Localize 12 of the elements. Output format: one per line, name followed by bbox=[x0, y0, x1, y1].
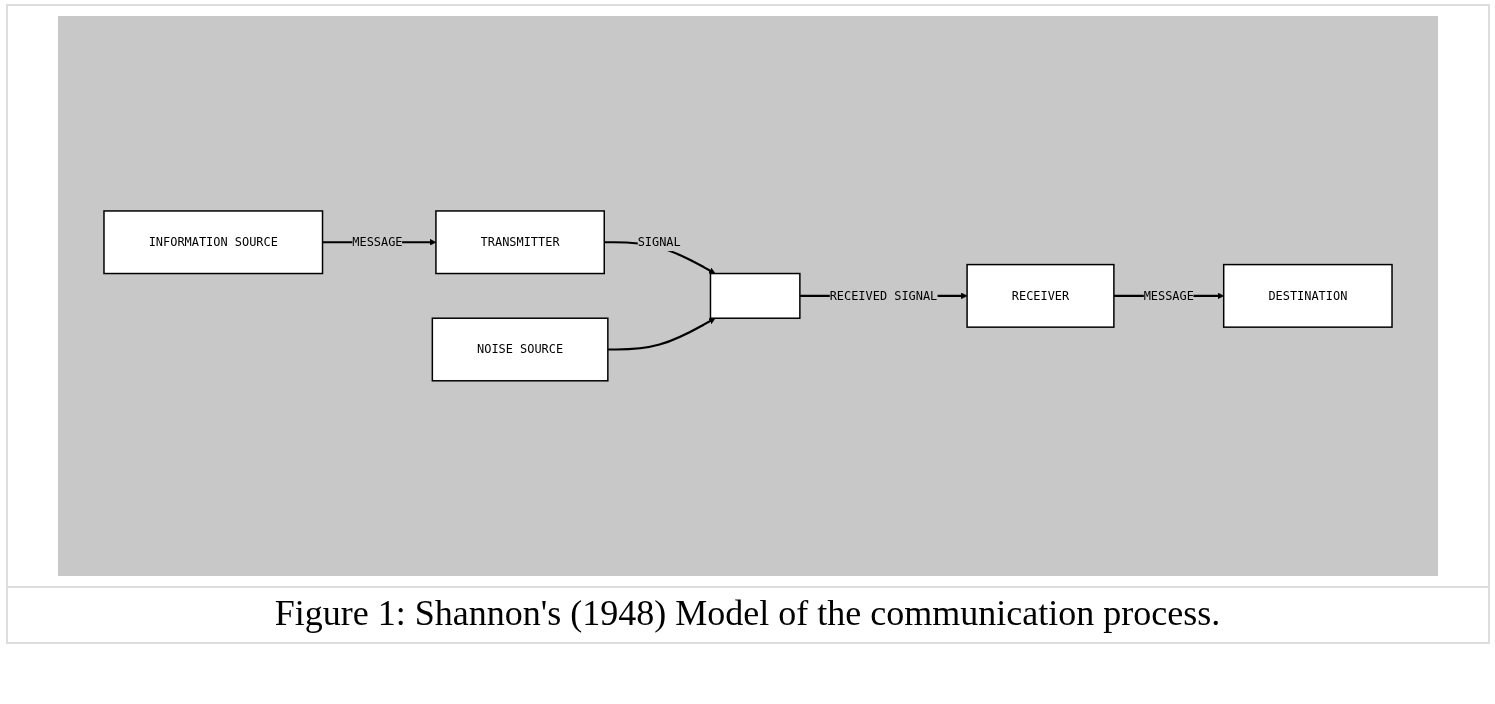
node-box: NOISE SOURCE bbox=[431, 317, 609, 382]
edge-label: MESSAGE bbox=[1143, 288, 1194, 303]
node-box: TRANSMITTER bbox=[434, 210, 605, 275]
arrow bbox=[607, 318, 715, 351]
node-box: RECEIVER bbox=[965, 263, 1115, 329]
edge-label: SIGNAL bbox=[637, 234, 681, 250]
node-box: INFORMATION SOURCE bbox=[102, 210, 323, 275]
edge-label: MESSAGE bbox=[351, 234, 403, 250]
figure-caption: Figure 1: Shannon's (1948) Model of the communication process. bbox=[7, 586, 1488, 642]
edge-label: RECEIVED SIGNAL bbox=[829, 288, 937, 303]
node-box: DESTINATION bbox=[1222, 263, 1393, 329]
node-box bbox=[709, 272, 801, 320]
